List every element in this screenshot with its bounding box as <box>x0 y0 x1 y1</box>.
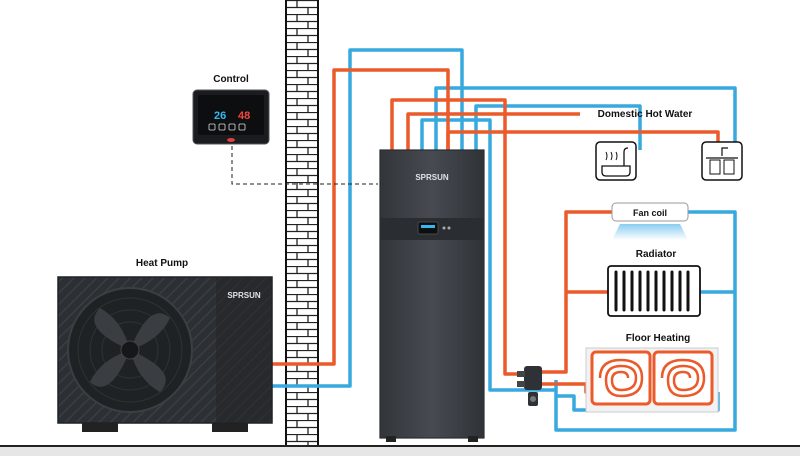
controller-temp-right: 48 <box>238 110 250 122</box>
label-fan-coil: Fan coil <box>633 208 667 218</box>
brick-wall <box>285 0 319 446</box>
controller-temp-left: 26 <box>214 110 226 122</box>
cold-pipe-dhw-left <box>474 104 642 150</box>
heat-pump-brand-logo: SPRSUN <box>227 291 261 300</box>
indoor-cabinet: SPRSUN <box>379 149 485 442</box>
label-heat-pump: Heat Pump <box>136 258 188 269</box>
ground <box>0 445 800 456</box>
bathtub-shower-icon <box>595 141 637 181</box>
controller-button-3[interactable] <box>228 123 236 131</box>
label-domestic-hot-water: Domestic Hot Water <box>598 109 693 120</box>
controller-panel[interactable]: 26 48 <box>192 89 270 145</box>
manifold-valves <box>517 366 542 406</box>
label-floor-heating: Floor Heating <box>626 333 690 344</box>
cold-pipe-fancoil <box>554 210 737 432</box>
hot-pipe-supply <box>390 98 530 376</box>
hot-pipe-dhw <box>446 130 720 150</box>
controller-status-led <box>227 138 235 142</box>
fan-icon <box>67 287 193 413</box>
controller-button-4[interactable] <box>238 123 246 131</box>
floor-heating-loops <box>585 347 719 413</box>
hot-pipe-dhw-stub <box>406 112 580 150</box>
label-control: Control <box>213 74 249 85</box>
controller-button-1[interactable] <box>208 123 216 131</box>
radiator-icon <box>607 265 701 317</box>
kitchen-sink-icon <box>701 141 743 181</box>
hot-water-pipes <box>270 68 720 394</box>
fan-coil-unit <box>611 202 689 240</box>
hot-pipe-to-tank <box>270 68 450 366</box>
cold-pipe-to-tank-rear <box>270 48 464 388</box>
control-signal-line <box>231 146 378 185</box>
controller-button-2[interactable] <box>218 123 226 131</box>
cabinet-brand-logo: SPRSUN <box>415 173 449 182</box>
cold-pipe-return <box>420 118 556 392</box>
heat-pump-unit: SPRSUN <box>57 276 273 432</box>
label-radiator: Radiator <box>636 249 677 260</box>
